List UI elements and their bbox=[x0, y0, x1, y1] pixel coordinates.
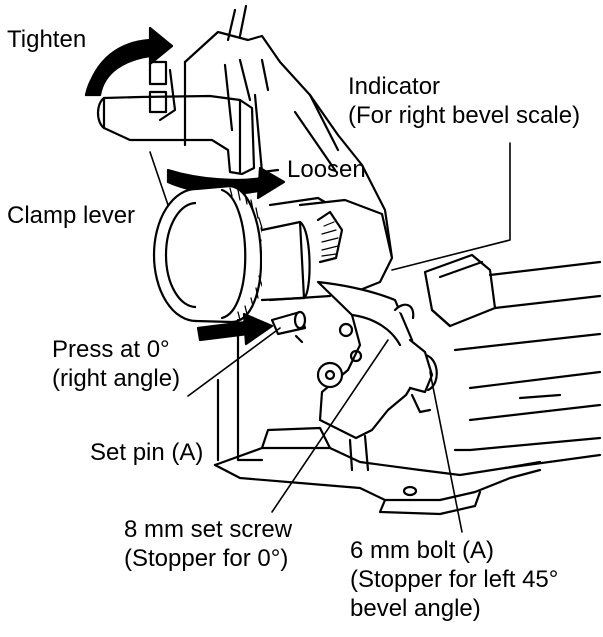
loosen-arrow-icon bbox=[166, 166, 286, 200]
bevel-bracket bbox=[216, 280, 417, 472]
set-pin bbox=[270, 310, 307, 344]
indicator-label-line2: (For right bevel scale) bbox=[348, 102, 581, 129]
saw-base bbox=[213, 370, 602, 516]
clamp-lever bbox=[96, 94, 256, 176]
leader-clamp-lever bbox=[149, 151, 169, 206]
clamp-lever-label: Clamp lever bbox=[7, 202, 136, 229]
leader-lines bbox=[149, 142, 511, 533]
bolt-label-line2: (Stopper for left 45° bbox=[350, 566, 559, 593]
bolt-label-line1: 6 mm bolt (A) bbox=[350, 537, 495, 564]
press-at-0-label-line2: (right angle) bbox=[52, 365, 181, 392]
leader-set-screw bbox=[271, 339, 389, 513]
bolt-label-line3: bevel angle) bbox=[350, 595, 481, 622]
tighten-label: Tighten bbox=[7, 26, 87, 53]
leader-set-pin bbox=[187, 327, 281, 397]
indicator-label-line1: Indicator bbox=[348, 73, 441, 100]
press-arrow-icon bbox=[196, 312, 274, 346]
bolt-label: 6 mm bolt (A) (Stopper for left 45° beve… bbox=[350, 536, 558, 623]
leader-indicator bbox=[391, 142, 511, 271]
set-screw-label: 8 mm set screw (Stopper for 0°) bbox=[124, 515, 292, 573]
set-pin-label: Set pin (A) bbox=[90, 439, 204, 466]
stopper-bolt bbox=[393, 303, 438, 414]
indicator-label: Indicator (For right bevel scale) bbox=[348, 72, 580, 130]
leader-bolt bbox=[429, 371, 463, 533]
clamp-knob bbox=[152, 184, 332, 324]
bevel-pivot bbox=[298, 198, 394, 294]
loosen-label: Loosen bbox=[287, 156, 366, 183]
set-screw-label-line2: (Stopper for 0°) bbox=[124, 545, 289, 572]
set-screw-label-line1: 8 mm set screw bbox=[124, 516, 293, 543]
press-at-0-label: Press at 0° (right angle) bbox=[52, 335, 180, 393]
rail-block bbox=[423, 253, 602, 352]
press-at-0-label-line1: Press at 0° bbox=[52, 336, 170, 363]
tighten-arrow-icon bbox=[84, 26, 174, 97]
